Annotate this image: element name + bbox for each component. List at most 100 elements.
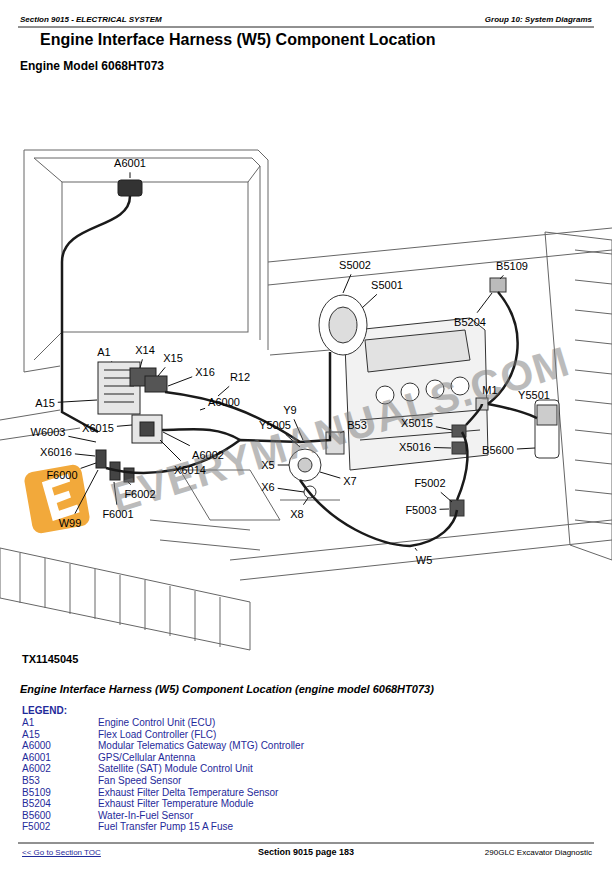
callout-number: A6001	[114, 157, 146, 170]
leader-line	[436, 427, 452, 430]
callout-number: X8	[290, 508, 303, 521]
figure-id: TX1145045	[22, 653, 78, 666]
leader-line	[130, 172, 131, 178]
drawing-stroke	[230, 520, 612, 580]
leader-line	[81, 463, 96, 468]
legend-code: A1	[22, 717, 34, 729]
leader-line	[168, 377, 192, 386]
legend-description: Modular Telematics Gateway (MTG) Control…	[98, 740, 304, 752]
drawing-stroke	[62, 182, 248, 332]
watermark-logo	[23, 463, 91, 534]
callout-number: X7	[343, 475, 356, 488]
leader-line	[303, 498, 308, 505]
leader-line	[500, 275, 503, 279]
callout-number: F5002	[414, 477, 445, 490]
legend-code: A6000	[22, 740, 51, 752]
callout-number: B5109	[496, 260, 528, 273]
legend-code: B53	[22, 775, 40, 787]
drawing-stroke	[18, 27, 594, 843]
callout-number: Y5501	[518, 389, 550, 402]
drawing-stroke	[18, 27, 594, 28]
leader-line	[362, 294, 377, 308]
callout-number: F6002	[124, 488, 155, 501]
drawing-stroke	[268, 228, 612, 285]
legend-heading: LEGEND:	[22, 705, 67, 717]
leader-line	[75, 470, 98, 514]
callout-number: B53	[347, 419, 367, 432]
callout-number: Y5005	[259, 419, 291, 432]
drawing-stroke	[365, 330, 470, 372]
legend-description: Flex Load Controller (FLC)	[98, 729, 216, 741]
drawing-stroke	[329, 307, 357, 343]
legend-description: Water-In-Fuel Sensor	[98, 810, 193, 822]
callout-number: R12	[230, 371, 250, 384]
drawing-stroke	[145, 376, 167, 392]
legend-description: Exhaust Filter Temperature Module	[98, 798, 253, 810]
machine-frame	[0, 150, 612, 650]
legend-description: GPS/Cellular Antenna	[98, 752, 195, 764]
drawing-stroke	[575, 250, 612, 524]
drawing-stroke	[118, 180, 142, 196]
drawing-stroke	[319, 295, 367, 355]
drawing-stroke	[132, 415, 162, 443]
legend-description: Exhaust Filter Delta Temperature Sensor	[98, 787, 278, 799]
leader-line	[158, 367, 165, 376]
page-title: Engine Interface Harness (W5) Component …	[40, 31, 436, 49]
drawing-stroke	[0, 548, 250, 650]
legend-code: A6001	[22, 752, 51, 764]
callout-number: A6000	[208, 396, 240, 409]
drawing-stroke	[96, 450, 106, 468]
legend-code: F5002	[22, 821, 50, 833]
callout-number: X15	[163, 352, 183, 365]
leader-line	[140, 359, 142, 368]
callout-number: X5015	[401, 417, 433, 430]
callout-number: M1	[482, 384, 497, 397]
callout-number: X5016	[399, 441, 431, 454]
callout-number: X6016	[40, 446, 72, 459]
callout-number: W5	[416, 554, 433, 567]
legend-description: Engine Control Unit (ECU)	[98, 717, 215, 729]
legend-description: Fan Speed Sensor	[98, 775, 181, 787]
leader-line	[415, 548, 417, 551]
drawing-stroke	[140, 422, 154, 436]
drawing-stroke	[23, 463, 91, 534]
drawing-stroke	[62, 196, 130, 432]
engine-model: Engine Model 6068HT073	[20, 60, 164, 74]
callout-number: F6000	[46, 469, 77, 482]
callout-number: X14	[135, 344, 155, 357]
drawing-stroke	[34, 158, 260, 360]
callout-number: X6	[261, 481, 274, 494]
drawing-stroke	[457, 432, 467, 500]
leader-line	[163, 432, 190, 446]
manual-name: 290GLC Excavator Diagnostic	[485, 848, 592, 857]
page-header: Group 10: System Diagrams	[485, 15, 592, 24]
callout-number: X6014	[174, 464, 206, 477]
drawing-stroke	[535, 400, 559, 458]
callout-number: X5	[261, 459, 274, 472]
callout-number: S5001	[371, 279, 403, 292]
leader-line	[278, 488, 304, 492]
drawing-stroke	[452, 442, 466, 454]
leader-line	[75, 454, 95, 456]
callout-number: W99	[59, 517, 82, 530]
callout-number: X6015	[82, 422, 114, 435]
callout-number: F5003	[405, 504, 436, 517]
legend-code: A15	[22, 729, 40, 741]
legend-code: B5109	[22, 787, 51, 799]
drawing-stroke	[20, 553, 220, 647]
callout-number: B5600	[482, 444, 514, 457]
legend-description: Fuel Transfer Pump 15 A Fuse	[98, 821, 233, 833]
drawing-stroke	[300, 480, 457, 546]
leader-line	[218, 386, 229, 396]
leader-line	[58, 400, 97, 402]
drawing-stroke	[545, 232, 612, 560]
callout-number: A15	[35, 397, 55, 410]
drawing-stroke	[34, 158, 260, 340]
legend-code: A6002	[22, 763, 51, 775]
leader-line	[343, 274, 351, 293]
callout-number: A6002	[192, 449, 224, 462]
leader-line	[440, 509, 449, 510]
callout-number: X16	[195, 366, 215, 379]
callout-number: B5204	[454, 316, 486, 329]
